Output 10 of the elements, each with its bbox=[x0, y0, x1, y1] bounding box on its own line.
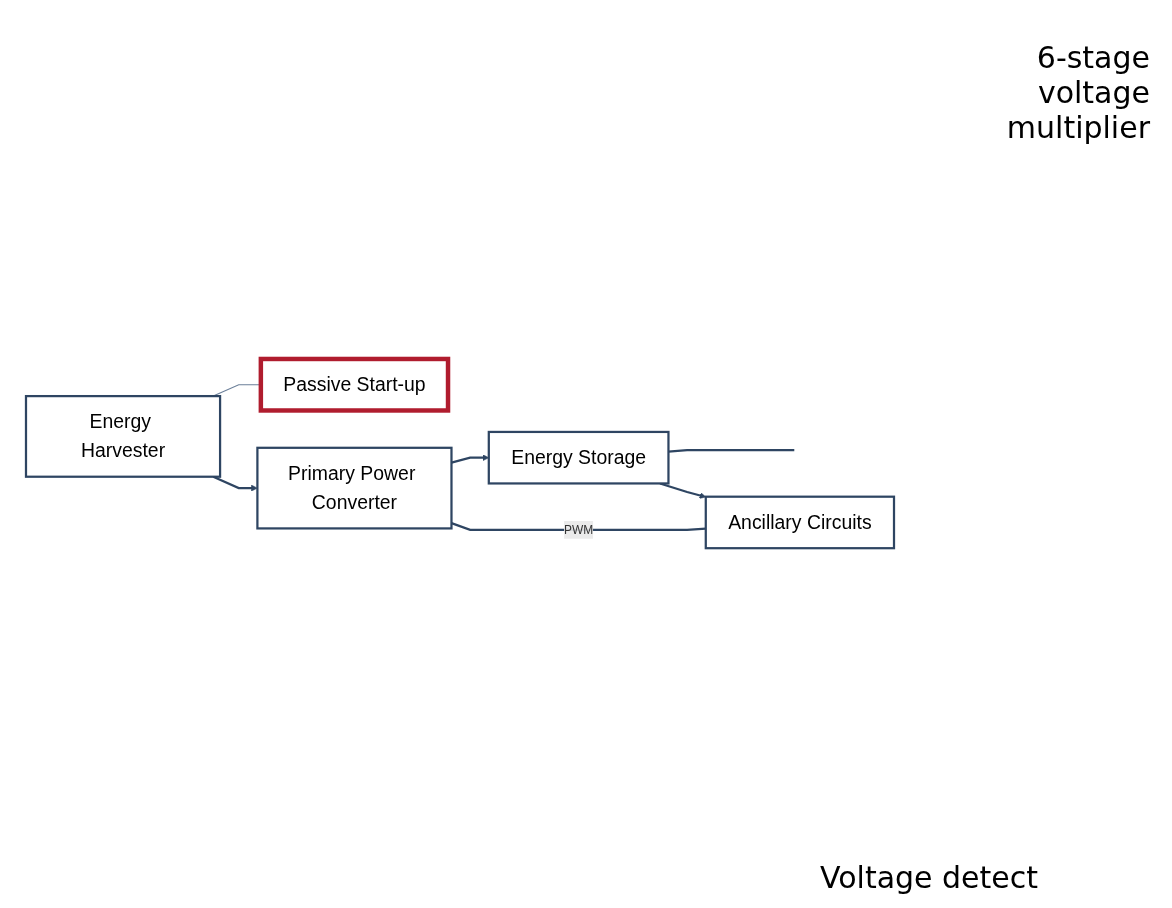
connector bbox=[668, 449, 795, 454]
connector bbox=[451, 522, 706, 532]
edge-label: PWM bbox=[564, 523, 594, 537]
annotation-text: 6-stage voltage multiplier bbox=[1005, 40, 1150, 145]
node-box: Energy Harvester bbox=[24, 395, 222, 479]
node-box: Energy Storage bbox=[487, 431, 670, 485]
node-box: Ancillary Circuits bbox=[704, 496, 896, 550]
annotation-text: Voltage detect bbox=[820, 860, 1039, 895]
node-box: Primary Power Converter bbox=[256, 447, 453, 530]
node-box: Passive Start-up bbox=[258, 357, 451, 414]
